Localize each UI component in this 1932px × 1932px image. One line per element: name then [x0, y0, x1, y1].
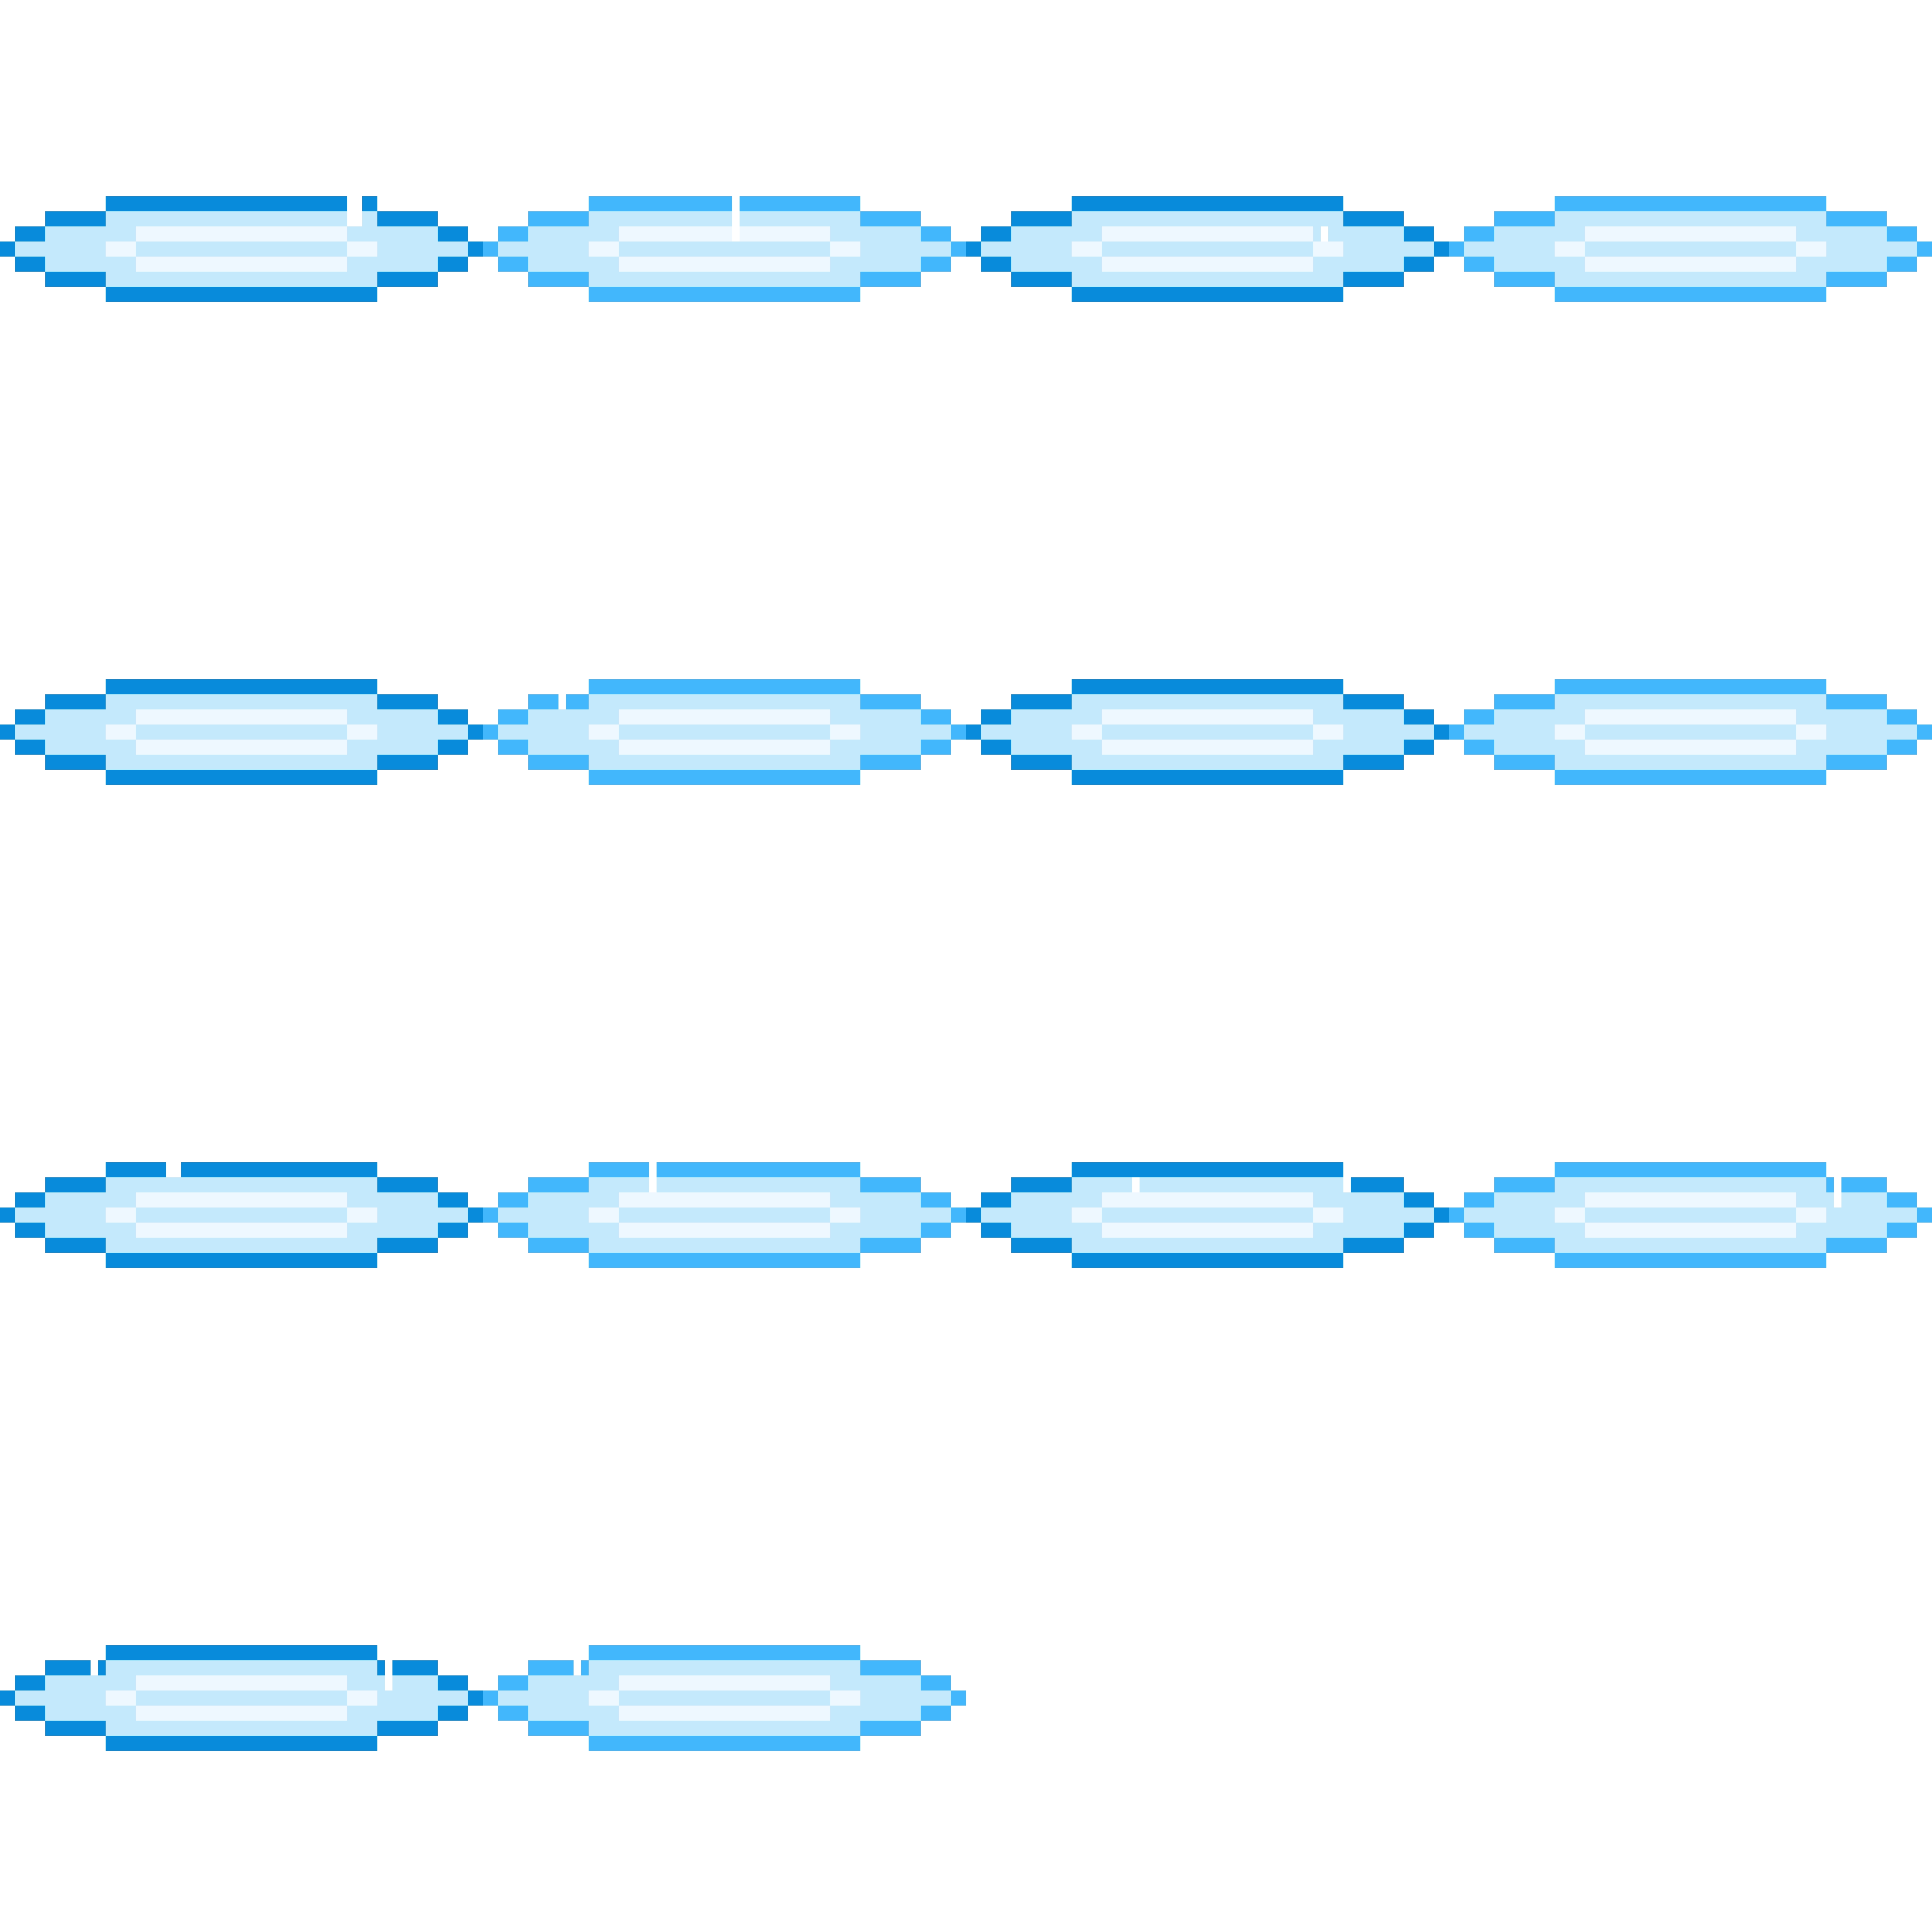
sparkle-glint	[385, 1660, 392, 1690]
ice-platform-frame-14	[483, 1645, 966, 1751]
sparkle-glint	[1321, 226, 1328, 242]
ice-platform-frame-6	[483, 679, 966, 785]
ice-platform-frame-9	[0, 1162, 483, 1268]
ice-platform-frame-1	[0, 196, 483, 302]
sparkle-glint	[649, 1162, 657, 1192]
sparkle-glint	[1834, 1162, 1841, 1208]
sparkle-glint	[732, 196, 740, 242]
ice-platform-frame-8	[1449, 679, 1932, 785]
sparkle-glint	[1343, 1162, 1351, 1192]
ice-platform-frame-7	[966, 679, 1449, 785]
sparkle-glint	[347, 196, 362, 226]
ice-platform-frame-12	[1449, 1162, 1932, 1268]
ice-platform-frame-11	[966, 1162, 1449, 1268]
sparkle-glint	[1132, 1177, 1140, 1192]
ice-platform-frame-4	[1449, 196, 1932, 302]
sparkle-glint	[75, 679, 91, 694]
ice-platform-frame-2	[483, 196, 966, 302]
sparkle-glint	[574, 1645, 581, 1675]
sparkle-glint	[996, 694, 1004, 709]
sparkle-glint	[558, 679, 566, 709]
ice-platform-frame-5	[0, 679, 483, 785]
ice-platform-frame-13	[0, 1645, 483, 1751]
ice-platform-frame-3	[966, 196, 1449, 302]
sparkle-glint	[166, 1162, 181, 1177]
ice-platform-frame-10	[483, 1162, 966, 1268]
sparkle-glint	[91, 1645, 98, 1675]
